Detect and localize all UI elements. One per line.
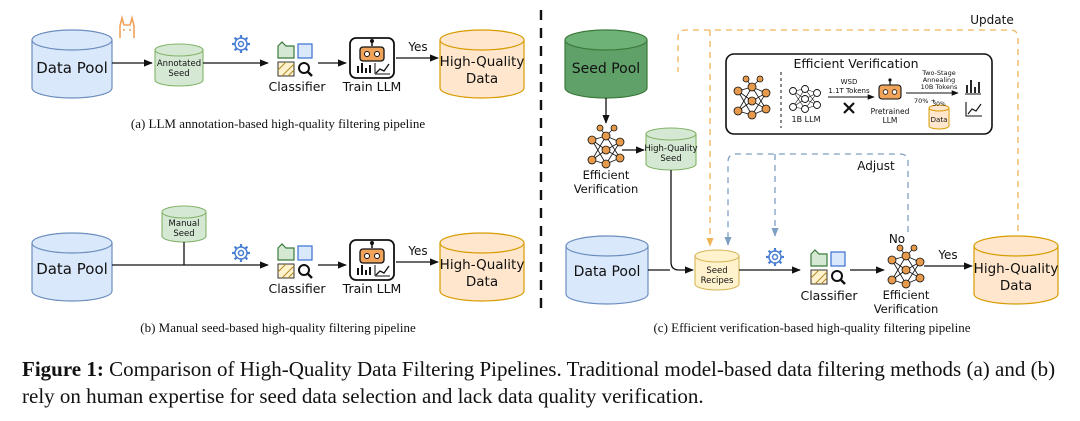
pct-30-label: 30% xyxy=(932,101,946,108)
pretrained-line1: Pretrained xyxy=(871,107,910,116)
arrow-hqseed-to-recipes xyxy=(670,170,694,274)
annealing-line1: Two-Stage xyxy=(921,69,955,77)
caption-a: (a) LLM annotation-based high-quality fi… xyxy=(131,116,425,131)
yes-c-label: Yes xyxy=(937,248,957,262)
annotated-seed-line2: Seed xyxy=(168,69,189,79)
panel-c: Update Adjust Seed Pool Efficient Verifi… xyxy=(564,13,1059,335)
seed-recipes-line1: Seed xyxy=(706,266,727,276)
classifier-icon xyxy=(276,40,314,78)
data-pool-a: Data Pool xyxy=(31,29,113,99)
hq-seed: High-Quality Seed xyxy=(644,127,698,171)
adjust-label: Adjust xyxy=(857,159,895,173)
annealing-line2: Annealing xyxy=(923,76,956,84)
inset-title: Efficient Verification xyxy=(793,56,918,71)
pipeline-diagram: Data Pool Annotated Seed Classifier Trai… xyxy=(31,10,1059,335)
wsd-label: WSD xyxy=(841,78,858,86)
data-pool-b-label: Data Pool xyxy=(36,260,108,278)
seed-pool: Seed Pool xyxy=(564,29,648,99)
efficient-verification-2-line2: Verification xyxy=(874,302,939,316)
data-30-cylinder: 30% Data xyxy=(928,101,950,130)
gear-icon xyxy=(230,242,252,264)
yes-b-label: Yes xyxy=(407,244,427,258)
efficient-verification-1-line2: Verification xyxy=(574,182,639,196)
manual-seed-line2: Seed xyxy=(173,229,194,239)
caption-b: (b) Manual seed-based high-quality filte… xyxy=(140,320,416,335)
hq-seed-line2: Seed xyxy=(660,154,681,164)
data-pool-c: Data Pool xyxy=(565,235,649,305)
panel-b: Data Pool Manual Seed Classifier Train L… xyxy=(31,205,525,335)
hq-data-c: High-Quality Data xyxy=(973,235,1059,305)
figure-caption-label: Figure 1: xyxy=(22,357,104,381)
manual-seed: Manual Seed xyxy=(161,205,207,243)
yes-a-label: Yes xyxy=(407,40,427,54)
llm-1b-label: 1B LLM xyxy=(792,115,821,124)
train-llm-b-label: Train LLM xyxy=(342,281,402,296)
data-pool-c-label: Data Pool xyxy=(574,264,641,280)
hq-data-a-line1: High-Quality xyxy=(440,54,525,70)
data-pool-a-label: Data Pool xyxy=(36,59,108,77)
gear-icon xyxy=(230,33,252,55)
neural-net-icon xyxy=(887,244,925,289)
robot-llm-icon xyxy=(349,239,395,281)
robot-llm-icon xyxy=(349,37,395,79)
data-pool-b: Data Pool xyxy=(31,232,113,302)
gear-icon xyxy=(764,246,786,268)
tokens-1-1t-label: 1.1T Tokens xyxy=(828,87,870,95)
classifier-b-label: Classifier xyxy=(268,281,326,296)
efficient-verification-inset: Efficient Verification 1B LLM WSD xyxy=(725,53,993,135)
classifier-c-label: Classifier xyxy=(800,288,858,303)
update-label: Update xyxy=(970,13,1013,27)
efficient-verification-2-line1: Efficient xyxy=(883,288,930,302)
seed-recipes: Seed Recipes xyxy=(694,249,740,291)
update-loop xyxy=(677,29,1019,242)
pct-70-label: 70% + xyxy=(914,97,936,105)
classifier-icon xyxy=(809,248,847,286)
figure-caption: Figure 1: Comparison of High-Quality Dat… xyxy=(22,356,1062,410)
pretrained-line2: LLM xyxy=(883,116,898,125)
efficient-verification-1-line1: Efficient xyxy=(583,168,630,182)
adjust-loop xyxy=(724,153,909,246)
pretrained-llm-icon xyxy=(878,78,902,100)
cross-icon xyxy=(843,102,855,114)
hq-data-b: High-Quality Data xyxy=(439,232,525,302)
hq-data-a: High-Quality Data xyxy=(439,29,525,99)
seed-pool-label: Seed Pool xyxy=(572,61,640,77)
hq-seed-line1: High-Quality xyxy=(644,144,697,154)
annotated-seed-line1: Annotated xyxy=(157,59,201,69)
manual-seed-line1: Manual xyxy=(169,219,200,229)
figure-caption-text: Comparison of High-Quality Data Filterin… xyxy=(22,357,1056,408)
classifier-icon xyxy=(276,242,314,280)
line-chart-icon xyxy=(965,102,982,117)
llama-icon xyxy=(119,14,135,38)
bar-chart-icon xyxy=(965,80,981,95)
annotated-seed: Annotated Seed xyxy=(154,43,204,87)
panel-a: Data Pool Annotated Seed Classifier Trai… xyxy=(31,14,525,131)
hq-data-c-line2: Data xyxy=(1000,278,1032,294)
annealing-line3: 10B Tokens xyxy=(921,83,958,91)
train-llm-a-label: Train LLM xyxy=(342,79,402,94)
data-small-label: Data xyxy=(931,116,948,124)
llm-1b-icon xyxy=(789,85,821,113)
hq-data-a-line2: Data xyxy=(466,71,498,87)
neural-net-icon xyxy=(587,124,625,169)
seed-recipes-line2: Recipes xyxy=(701,276,734,286)
hq-data-b-line1: High-Quality xyxy=(440,257,525,273)
caption-c: (c) Efficient verification-based high-qu… xyxy=(653,320,970,335)
classifier-a-label: Classifier xyxy=(268,79,326,94)
hq-data-b-line2: Data xyxy=(466,274,498,290)
no-label: No xyxy=(889,232,905,246)
hq-data-c-line1: High-Quality xyxy=(974,261,1059,277)
